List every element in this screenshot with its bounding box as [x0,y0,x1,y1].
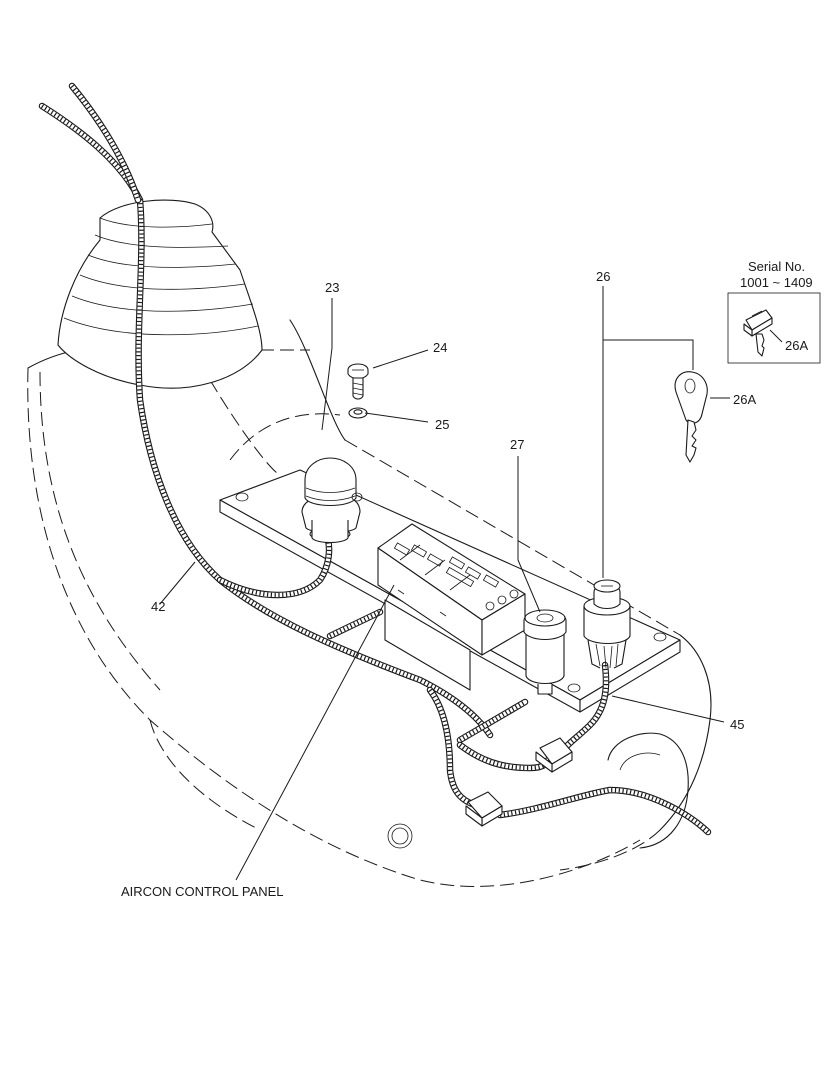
aircon-control-panel [377,523,526,691]
label-part-27: 27 [510,437,525,452]
label-part-26: 26 [596,269,611,284]
serial-range: 1001 ~ 1409 [740,275,813,290]
part-25-washer [348,407,368,419]
part-26a-key [674,371,708,463]
serial-title: Serial No. [748,259,806,274]
connector-lower [465,791,503,827]
part-24-screw [347,363,369,400]
part-27-socket [523,609,567,695]
part-23-dome [301,457,363,544]
serial-inset [727,292,821,364]
lever-boot [57,199,263,389]
connector-upper [535,737,573,773]
console-body [27,319,712,887]
label-part-23: 23 [325,280,340,295]
wire-harness-42 [38,82,712,836]
label-part-26a-key: 26A [733,392,757,407]
part-26-key-switch [583,579,631,669]
label-part-26a-inset: 26A [785,338,809,353]
label-aircon-control-panel: AIRCON CONTROL PANEL [121,884,284,899]
label-part-25: 25 [435,417,450,432]
leader-lines [159,286,783,881]
label-part-42: 42 [151,599,166,614]
label-part-24: 24 [433,340,448,355]
wire-harness-45 [561,661,610,752]
label-part-45: 45 [730,717,745,732]
